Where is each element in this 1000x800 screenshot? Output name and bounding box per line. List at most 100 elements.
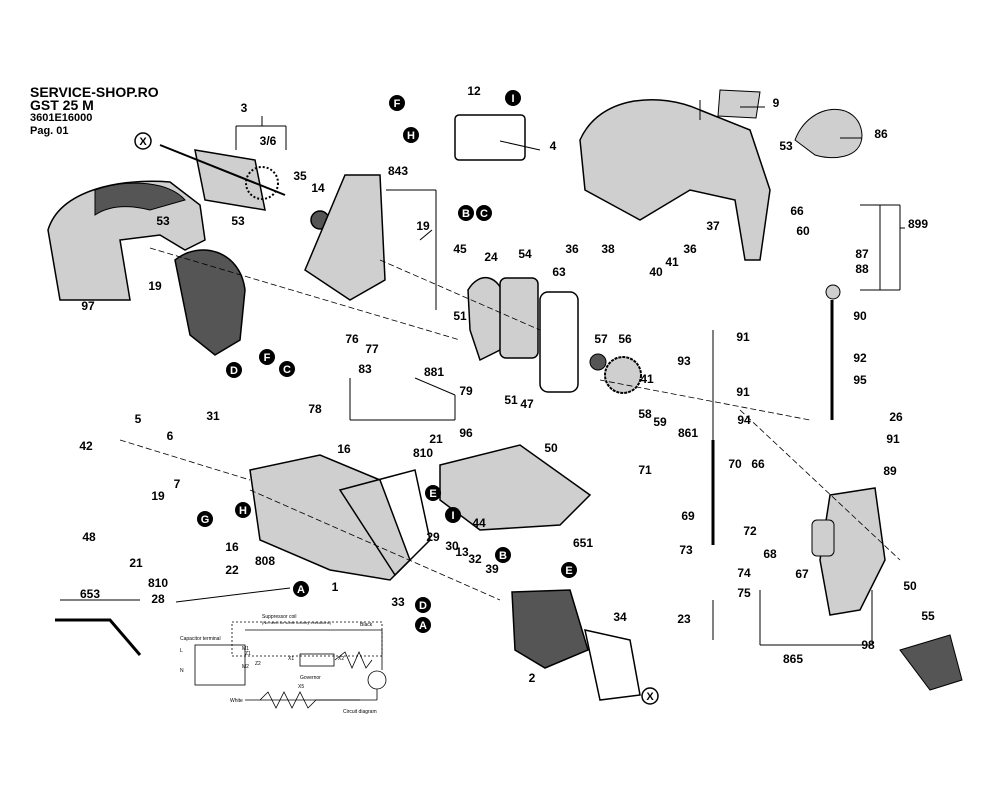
part-label-41: 41: [665, 255, 679, 269]
part-label-48: 48: [82, 530, 96, 544]
terminal-m1: M1: [242, 646, 249, 652]
part-label-810: 810: [413, 446, 433, 460]
part-label-5: 5: [135, 412, 142, 426]
coil-symbol: [334, 651, 373, 669]
part-label-4: 4: [550, 139, 557, 153]
housing-grip-shape: [94, 182, 186, 216]
connector-bubble-letter: D: [419, 600, 427, 612]
connector-bubble-dot: [235, 502, 251, 518]
part-label-21: 21: [129, 556, 143, 570]
label-plate-shape: [717, 89, 761, 119]
connector-h-bubble: H: [235, 502, 251, 518]
gear-housing-shape: [304, 174, 386, 301]
connector-f-bubble: F: [259, 349, 275, 365]
leader-line: [175, 587, 291, 603]
connector-x-bubble: X: [134, 132, 152, 150]
part-label-92: 92: [853, 351, 867, 365]
part-label-881: 881: [424, 365, 444, 379]
terminal-x5: X5: [298, 684, 304, 690]
part-label-651: 651: [573, 536, 593, 550]
part-label-51: 51: [453, 309, 467, 323]
part-label-53: 53: [156, 214, 170, 228]
connector-bubble-dot: [415, 597, 431, 613]
terminal-n: N: [180, 668, 184, 674]
part-label-74: 74: [737, 566, 751, 580]
connector-h-bubble: H: [403, 127, 419, 143]
alignment-line: [379, 259, 541, 331]
part-label-50: 50: [903, 579, 917, 593]
connector-bubble-letter: F: [394, 98, 401, 110]
part-label-7: 7: [174, 477, 181, 491]
part-label-22: 22: [225, 563, 239, 577]
part-label-86: 86: [874, 127, 888, 141]
connector-c-bubble: C: [476, 205, 492, 221]
suppressor-note: (No need for some country executions): [262, 620, 332, 625]
part-label-59: 59: [653, 415, 667, 429]
article-number: 3601E16000: [30, 112, 93, 124]
connector-bubble-letter: G: [201, 514, 210, 526]
spring-shape: [811, 519, 835, 557]
part-label-79: 79: [459, 384, 473, 398]
part-label-73: 73: [679, 543, 693, 557]
connector-bubble-dot: [458, 205, 474, 221]
part-label-19: 19: [148, 279, 162, 293]
part-label-810: 810: [148, 576, 168, 590]
connector-a-bubble: A: [415, 617, 431, 633]
part-label-28: 28: [151, 592, 165, 606]
part-label-16: 16: [225, 540, 239, 554]
alignment-line: [119, 439, 251, 481]
connector-bubble-letter: H: [239, 505, 247, 517]
part-label-35: 35: [293, 169, 307, 183]
seal-frame-shape: [539, 291, 579, 393]
part-label-95: 95: [853, 373, 867, 387]
part-label-89: 89: [883, 464, 897, 478]
connector-e-bubble: E: [561, 562, 577, 578]
connector-bubble-dot: [197, 511, 213, 527]
part-label-53: 53: [231, 214, 245, 228]
part-label-41: 41: [640, 372, 654, 386]
connector-bubble-letter: A: [419, 620, 427, 632]
part-label-861: 861: [678, 426, 698, 440]
connector-bubble-letter: F: [264, 352, 271, 364]
leader-line: [499, 140, 541, 151]
connector-bubble-dot: [415, 617, 431, 633]
page-number: Pag. 01: [30, 125, 69, 137]
part-label-60: 60: [796, 224, 810, 238]
part-label-9: 9: [773, 96, 780, 110]
part-label-31: 31: [206, 409, 220, 423]
terminal-z2: Z2: [255, 661, 261, 667]
connector-bubble-letter: E: [429, 488, 436, 500]
connector-bubble-dot: [505, 90, 521, 106]
model-name: GST 25 M: [30, 97, 94, 113]
connector-a-bubble: A: [293, 581, 309, 597]
part-label-19: 19: [416, 219, 430, 233]
white-label: White: [230, 698, 243, 704]
pinion-shape: [589, 353, 607, 371]
field-winding-symbol: [259, 691, 360, 709]
part-label-66: 66: [751, 457, 765, 471]
part-label-76: 76: [345, 332, 359, 346]
part-label-69: 69: [681, 509, 695, 523]
connector-bubble-letter: X: [646, 691, 654, 703]
plate-shape: [467, 276, 506, 362]
part-label-91: 91: [736, 385, 750, 399]
connector-bubble-dot: [425, 485, 441, 501]
hex-key-shape: [55, 618, 142, 656]
connector-bubble-ring: [641, 687, 659, 705]
part-label-26: 26: [889, 410, 903, 424]
part-label-66: 66: [790, 204, 804, 218]
connector-e-bubble: E: [425, 485, 441, 501]
part-label-23: 23: [677, 612, 691, 626]
part-illustrations: [47, 89, 963, 701]
part-label-865: 865: [783, 652, 803, 666]
part-label-88: 88: [855, 262, 869, 276]
leader-line: [414, 377, 456, 396]
part-label-14: 14: [311, 181, 325, 195]
alignment-line: [599, 379, 811, 421]
rod-head-shape: [825, 284, 841, 300]
connector-bubble-letter: I: [451, 510, 454, 522]
armature-shaft-shape: [159, 144, 286, 196]
connector-bubble-ring: [134, 132, 152, 150]
alignment-line: [249, 489, 501, 601]
connector-bubble-dot: [226, 362, 242, 378]
